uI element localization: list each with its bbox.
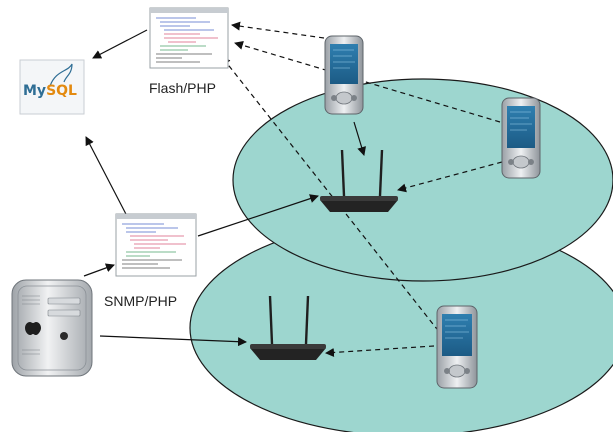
snmp-php-code-window-icon bbox=[115, 213, 197, 277]
arrow-flashphp-to-mysql bbox=[92, 29, 148, 59]
dashed-pda-lower-to-router-lower bbox=[325, 345, 435, 357]
network-zone-upper bbox=[232, 78, 613, 282]
snmp-php-label: SNMP/PHP bbox=[104, 293, 177, 309]
flash-php-label: Flash/PHP bbox=[149, 80, 216, 96]
arrow-snmpphp-to-mysql bbox=[85, 136, 129, 219]
arrow-server-to-router-lower bbox=[99, 335, 247, 347]
mysql-logo-text: MySQL bbox=[23, 83, 77, 99]
dashed-pda-right-to-flashphp bbox=[234, 40, 501, 123]
arrow-server-to-snmpphp bbox=[83, 263, 115, 277]
arrow-pda-to-router-upper bbox=[353, 121, 366, 156]
arrow-snmpphp-to-router-upper bbox=[197, 194, 319, 237]
mysql-logo-icon: MySQL bbox=[19, 59, 85, 115]
wireless-router-lower-icon bbox=[250, 295, 326, 360]
pocket-pc-pda-lower-icon bbox=[436, 305, 478, 389]
dashed-pda-lower-to-flashphp bbox=[221, 56, 445, 339]
wireless-router-upper-icon bbox=[320, 149, 398, 212]
pocket-pc-pda-right-icon bbox=[501, 97, 541, 179]
connectors bbox=[83, 21, 503, 357]
dashed-pda-top-to-flashphp bbox=[231, 21, 325, 39]
pocket-pc-pda-top-icon bbox=[324, 35, 364, 115]
flash-php-code-window-icon bbox=[149, 7, 229, 69]
mac-pro-tower-icon bbox=[11, 279, 93, 377]
